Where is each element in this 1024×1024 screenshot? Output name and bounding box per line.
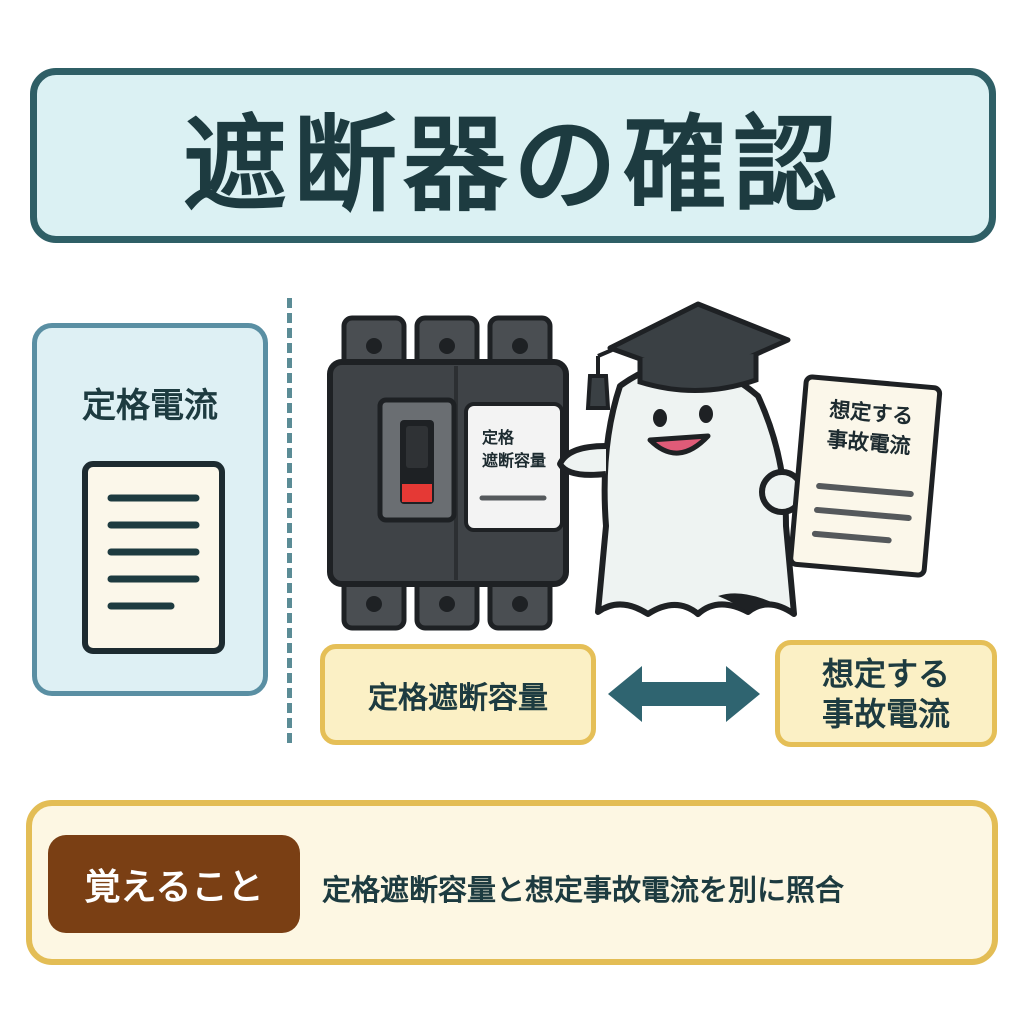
rated-breaking-capacity-label: 定格遮断容量: [368, 680, 548, 716]
rated-breaking-capacity-box: 定格遮断容量: [320, 644, 596, 745]
remember-text: 定格遮断容量と想定事故電流を別に照合: [322, 873, 845, 907]
remember-badge-label: 覚えること: [84, 867, 264, 908]
breaker-label-line2: 遮断容量: [482, 451, 547, 470]
assumed-fault-current-label: 想定する 事故電流: [821, 654, 950, 733]
divider: [287, 298, 292, 743]
breaker-label-line1: 定格: [482, 428, 515, 447]
breaker-illustration: [327, 315, 569, 631]
double-arrow-icon: [608, 666, 760, 722]
rated-current-label: 定格電流: [82, 386, 218, 426]
page-title: 遮断器の確認: [182, 104, 843, 226]
paper-sheet: [788, 374, 943, 578]
remember-badge: 覚えること: [48, 835, 300, 933]
assumed-fault-current-box: 想定する 事故電流: [775, 640, 997, 747]
paper-text: 想定する 事故電流: [808, 393, 933, 463]
document-icon: [82, 461, 225, 654]
breaker-label: 定格 遮断容量: [468, 426, 564, 472]
title-banner: 遮断器の確認: [30, 68, 996, 243]
rated-current-panel: 定格電流: [32, 323, 268, 696]
ghost-mascot: [557, 301, 805, 617]
